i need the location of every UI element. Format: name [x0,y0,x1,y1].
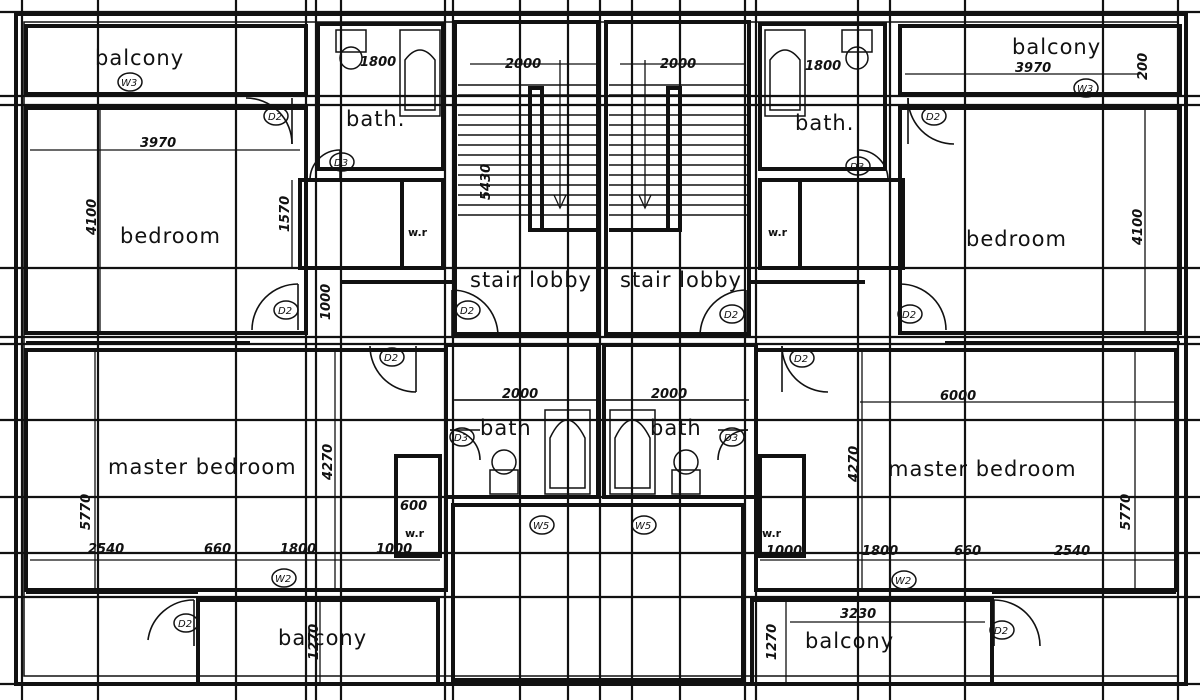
tag-d3: D3 [845,156,871,176]
svg-text:D2: D2 [278,306,292,317]
room-label-balcony: balcony [95,46,184,70]
dim-label: 4100 [1131,209,1146,246]
room-label-master-bedroom: master bedroom [888,457,1077,481]
dim-label: 1000 [766,544,802,559]
svg-text:W3: W3 [121,78,137,89]
dim-label: 3970 [1015,61,1051,76]
svg-text:D3: D3 [850,162,864,173]
dim-label: 1270 [765,624,780,660]
dim-label: 4270 [321,444,336,481]
tag-w5: W5 [631,515,657,535]
svg-text:D2: D2 [902,310,916,321]
dim-label: 1800 [805,59,841,74]
dim-label: 600 [400,499,427,514]
dim-label: 660 [204,542,231,557]
tag-d2: D2 [263,106,289,126]
dim-label: 1570 [278,196,293,232]
room-label-master-bedroom: master bedroom [108,455,297,479]
dim-label: 2000 [660,57,696,72]
room-label-bath: bath. [346,107,405,131]
room-label-stair-lobby: stair lobby [470,268,592,292]
dim-label: 1800 [280,542,316,557]
dim-label: 2000 [502,387,538,402]
svg-text:D2: D2 [460,306,474,317]
stair-treads [458,60,747,232]
tag-w5: W5 [529,515,555,535]
room-label-bedroom: bedroom [966,227,1067,251]
dim-label: 3970 [140,136,176,151]
svg-text:W5: W5 [533,521,549,532]
tag-d2: D2 [455,300,481,320]
dim-label: 2540 [88,542,124,557]
svg-text:D3: D3 [454,433,468,444]
svg-text:W3: W3 [1077,84,1093,95]
room-label-wr: w.r [768,226,788,239]
tag-d2: D2 [989,620,1015,640]
room-label-balcony: balcony [1012,35,1101,59]
dim-label: 5430 [479,164,494,200]
dim-label: 5770 [1119,494,1134,530]
dim-label: 1800 [862,544,898,559]
dimension-lines [30,63,1176,684]
dim-label: 3230 [840,607,876,622]
dim-label: 2540 [1054,544,1090,559]
room-label-bath: bath. [795,111,854,135]
svg-text:D2: D2 [268,112,282,123]
tag-d2: D2 [789,348,815,368]
tag-d2: D2 [921,106,947,126]
svg-text:D2: D2 [794,354,808,365]
tag-d2: D2 [719,304,745,324]
room-label-stair-lobby: stair lobby [620,268,742,292]
tag-w2: W2 [891,570,917,590]
dim-label: 4270 [847,446,862,483]
tag-w2: W2 [271,568,297,588]
tag-d3: D3 [449,427,475,447]
room-label-bath: bath [650,416,702,440]
svg-text:D2: D2 [384,353,398,364]
dim-label: 2000 [651,387,687,402]
dim-label: 6000 [940,389,976,404]
room-label-wr: w.r [405,527,425,540]
dim-label: 1000 [319,284,334,320]
svg-text:D3: D3 [724,433,738,444]
room-label-bath: bath [480,416,532,440]
tag-d3: D3 [329,152,355,172]
room-label-wr: w.r [408,226,428,239]
svg-text:W5: W5 [635,521,651,532]
room-label-bedroom: bedroom [120,224,221,248]
tag-d3: D3 [719,427,745,447]
svg-text:D2: D2 [178,619,192,630]
room-label-balcony: balcony [278,626,367,650]
dim-label: 1000 [376,542,412,557]
room-label-wr: w.r [762,527,782,540]
dim-label: 4100 [85,199,100,236]
tag-d2: D2 [273,300,299,320]
svg-text:D2: D2 [724,310,738,321]
tag-w3: W3 [117,72,143,92]
tag-w3: W3 [1073,78,1099,98]
dim-label: 200 [1136,53,1151,80]
room-label-balcony: balcony [805,629,894,653]
svg-text:W2: W2 [275,574,291,585]
bath-fixtures [335,29,873,117]
tag-d2: D2 [379,347,405,367]
dim-label: 5770 [79,494,94,530]
svg-text:W2: W2 [895,576,911,587]
svg-text:D3: D3 [334,158,348,169]
dim-label: 1800 [360,55,396,70]
tag-d2: D2 [897,304,923,324]
door-swings [147,97,1041,647]
svg-text:D2: D2 [994,626,1008,637]
svg-text:D2: D2 [926,112,940,123]
tag-d2: D2 [173,613,199,633]
dim-label: 1270 [307,624,322,660]
dim-label: 660 [954,544,981,559]
dim-label: 2000 [505,57,541,72]
